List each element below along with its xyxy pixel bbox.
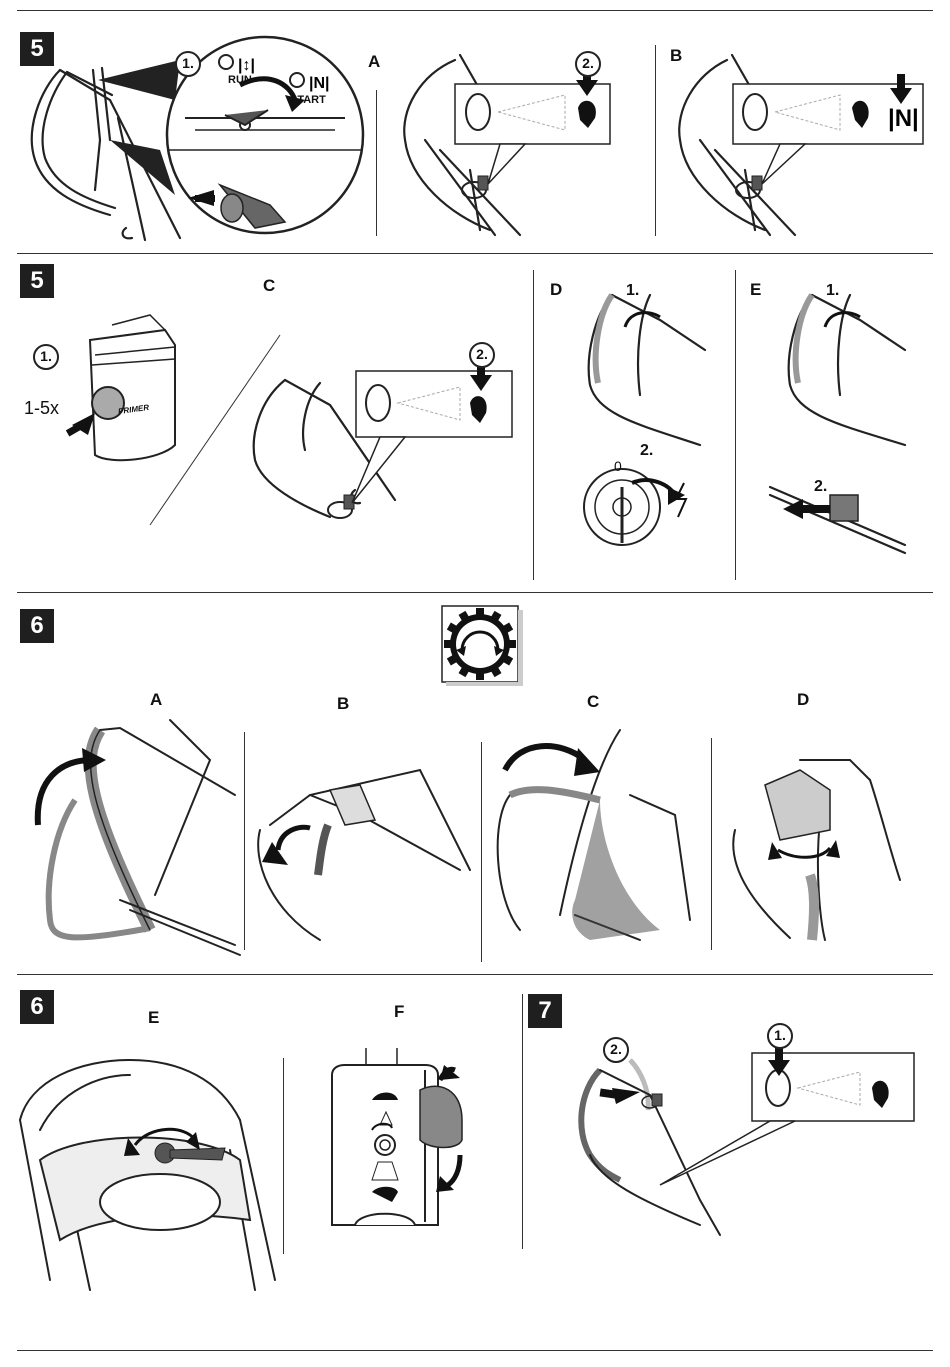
callout-number-2-panel-a: 2. [576,55,600,71]
panel-letter-5d: D [550,280,562,300]
bottom-rule [17,1350,933,1351]
primer-callout-number: 1. [34,348,58,364]
run-label: RUN [228,74,252,86]
panel-e-step2: 2. [814,478,827,496]
primer-press-count: 1-5x [24,398,59,419]
callout-number-1: 1. [176,55,200,71]
drive-gear-icon [440,604,526,686]
step7-callout-2: 2. [604,1041,628,1057]
step-number-6: 6 [20,609,54,643]
svg-text:|↕|: |↕| [238,57,255,74]
panel-letter-5e: E [750,280,761,300]
svg-text:|N|: |N| [309,75,330,92]
panel-letter-5c: C [263,276,275,296]
svg-text:|N|: |N| [888,105,919,132]
illustration-6-row [0,700,950,970]
panel-c-callout-number: 2. [470,346,494,362]
illustration-bottom-row [0,980,950,1310]
panel-e-step1: 1. [826,282,839,300]
start-label: START [290,94,326,106]
primer-illustration [0,255,950,595]
panel-letter-5a: A [368,52,380,72]
illustration-5-overview: |↕| |N| |N| [0,0,950,260]
step7-callout-1: 1. [768,1027,792,1043]
section-divider-3 [17,974,933,975]
key-off-label: 0 [614,458,622,474]
panel-d-step1: 1. [626,282,639,300]
panel-letter-5b: B [670,46,682,66]
panel-d-step2: 2. [640,442,653,460]
